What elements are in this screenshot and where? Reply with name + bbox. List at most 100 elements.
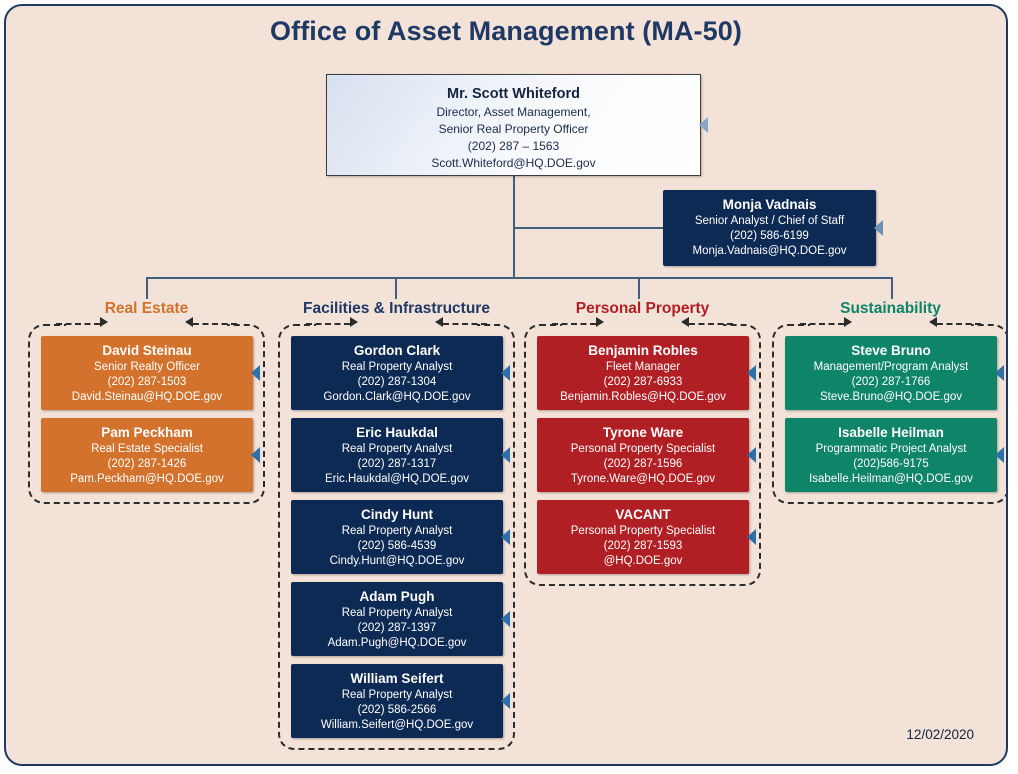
person-detail: Eric.Haukdal@HQ.DOE.gov [325,473,469,485]
connector-to-chief-of-staff [513,227,665,229]
person-name: Adam Pugh [359,589,435,604]
person-detail: Director, Asset Management, [436,105,591,119]
page-title: Office of Asset Management (MA-50) [270,16,742,46]
person-name: Isabelle Heilman [838,425,944,440]
chevron-marker-icon [699,117,708,133]
person-card-chief-of-staff[interactable]: Monja Vadnais Senior Analyst / Chief of … [663,190,883,266]
dashed-arrow-right-icon [306,323,351,325]
arrow-head-icon [350,317,359,327]
person-name: Steve Bruno [851,343,931,358]
person-name: Mr. Scott Whiteford [447,86,580,102]
person-detail: @HQ.DOE.gov [603,555,683,567]
person-detail: Isabelle.Heilman@HQ.DOE.gov [809,473,973,485]
person-detail: (202) 287-1593 [603,540,683,552]
person-detail: Steve.Bruno@HQ.DOE.gov [819,391,963,403]
org-chart-page: Office of Asset Management (MA-50) Mr. S… [4,4,1008,766]
person-card-director[interactable]: Mr. Scott Whiteford Director, Asset Mana… [326,74,708,176]
chevron-marker-icon [501,529,510,545]
group-title-sustainability: Sustainability [840,300,941,317]
group-arrows-personal-property [552,315,733,333]
chevron-marker-icon [995,365,1004,381]
person-name: Cindy Hunt [361,507,433,522]
connector-stub-facilities [395,277,397,299]
chevron-marker-icon [874,220,883,236]
person-detail: (202) 287-1397 [357,622,437,634]
person-detail: Real Property Analyst [341,361,453,373]
arrow-head-icon [680,317,689,327]
chevron-marker-icon [747,447,756,463]
person-detail: (202) 287-1596 [603,458,683,470]
person-detail: (202) 287-6933 [603,376,683,388]
person-detail: Personal Property Specialist [570,525,716,537]
person-detail: Senior Realty Officer [94,361,200,373]
dashed-arrow-right-icon [552,323,597,325]
dashed-arrow-left-icon [442,323,487,325]
person-detail: Monja.Vadnais@HQ.DOE.gov [692,245,847,257]
person-name: David Steinau [102,343,192,358]
person-detail: Real Estate Specialist [91,443,203,455]
person-detail: Personal Property Specialist [570,443,716,455]
group-arrows-facilities [306,315,487,333]
person-detail: Gordon.Clark@HQ.DOE.gov [323,391,471,403]
group-arrows-real-estate [56,315,237,333]
connector-horizontal-bus [146,277,893,279]
chevron-marker-icon [251,365,260,381]
person-name: Pam Peckham [101,425,193,440]
arrow-head-icon [844,317,853,327]
person-detail: Tyrone.Ware@HQ.DOE.gov [570,473,716,485]
group-arrows-sustainability [800,315,981,333]
dashed-arrow-right-icon [800,323,845,325]
person-name: William Seifert [350,671,444,686]
person-detail: Scott.Whiteford@HQ.DOE.gov [431,156,596,170]
group-title-facilities: Facilities & Infrastructure [303,300,490,317]
person-detail: (202) 287-1304 [357,376,437,388]
person-detail: Real Property Analyst [341,607,453,619]
group-title-personal-property: Personal Property [575,300,710,317]
person-detail: (202) 287-1766 [851,376,931,388]
dashed-arrow-left-icon [936,323,981,325]
person-detail: Cindy.Hunt@HQ.DOE.gov [329,555,465,567]
person-detail: (202)586-9175 [853,458,929,470]
chevron-marker-icon [747,365,756,381]
arrow-head-icon [100,317,109,327]
person-name: Benjamin Robles [588,343,698,358]
arrow-head-icon [434,317,443,327]
chevron-marker-icon [251,447,260,463]
person-detail: Real Property Analyst [341,689,453,701]
dashed-arrow-right-icon [56,323,101,325]
dashed-arrow-left-icon [688,323,733,325]
arrow-head-icon [928,317,937,327]
person-detail: Adam.Pugh@HQ.DOE.gov [327,637,467,649]
person-name: Eric Haukdal [356,425,438,440]
person-name: Tyrone Ware [602,425,684,440]
chevron-marker-icon [995,447,1004,463]
arrow-head-icon [596,317,605,327]
date-stamp: 12/02/2020 [906,727,974,742]
person-detail: David.Steinau@HQ.DOE.gov [71,391,223,403]
chevron-marker-icon [501,365,510,381]
chevron-marker-icon [501,693,510,709]
person-detail: (202) 287-1426 [107,458,187,470]
person-detail: Real Property Analyst [341,443,453,455]
person-detail: Programmatic Project Analyst [815,443,967,455]
connector-stub-sustainability [891,277,893,299]
person-detail: Real Property Analyst [341,525,453,537]
person-detail: Benjamin.Robles@HQ.DOE.gov [560,391,726,403]
person-detail: Fleet Manager [605,361,681,373]
chevron-marker-icon [747,529,756,545]
